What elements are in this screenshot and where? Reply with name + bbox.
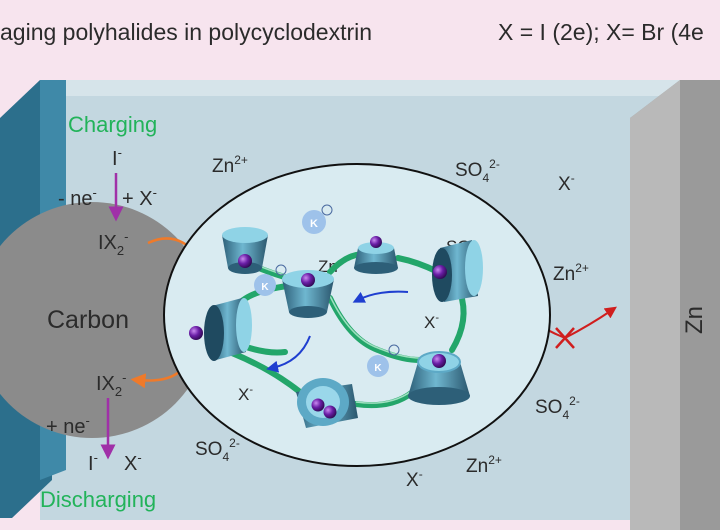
polyhalide-ball — [301, 273, 315, 287]
potassium-ion-3: K — [367, 344, 400, 377]
blue-arrow-left — [266, 335, 311, 373]
cyclodextrin-4 — [432, 240, 483, 302]
x-inner-right: X- — [424, 312, 439, 332]
ix2-top: IX2- — [98, 229, 128, 258]
sulfate-right: SO42- — [535, 394, 580, 422]
sulfate-bottom: SO42- — [195, 436, 240, 464]
zn-ion-right: Zn2+ — [553, 261, 589, 285]
zn-electrode-side — [630, 80, 680, 530]
x-top-right: X- — [558, 171, 575, 195]
zn-ion-bottom: Zn2+ — [466, 453, 502, 477]
header-title: aging polyhalides in polycyclodextrin — [0, 19, 372, 45]
iodide-top: I- — [112, 145, 122, 170]
potassium-ion-1: K — [302, 204, 333, 234]
iodide-bottom: I- — [88, 450, 98, 475]
cyclodextrin-3 — [354, 236, 398, 274]
svg-text:K: K — [310, 218, 318, 230]
polyhalide-ball — [311, 398, 325, 412]
x-bottom-center: X- — [406, 467, 423, 491]
polyhalide-ball — [189, 326, 203, 340]
cell-top-face — [40, 80, 680, 96]
zn-electrode-label: Zn — [681, 306, 708, 334]
cyclodextrin-5 — [189, 298, 252, 361]
plus-ne-bottom: + ne- — [46, 413, 90, 438]
x-bottom: X- — [124, 450, 142, 475]
polyhalide-ball — [238, 254, 252, 268]
potassium-ion-2: K — [254, 264, 287, 296]
cyclodextrin-7 — [296, 378, 358, 428]
svg-text:K: K — [261, 282, 269, 293]
charging-label: Charging — [68, 112, 157, 137]
polyhalide-ball — [433, 265, 447, 279]
carbon-label: Carbon — [47, 306, 129, 334]
polyhalide-ball — [432, 354, 446, 368]
cyclodextrin-2 — [282, 270, 334, 318]
x-inner-left: X- — [238, 384, 253, 404]
polyhalide-ball — [370, 236, 382, 248]
cyclodextrin-1 — [222, 227, 268, 274]
plus-x-top: + X- — [122, 185, 157, 210]
blocked-cross-icon — [555, 327, 575, 349]
minus-ne-top: - ne- — [58, 185, 97, 210]
ix2-bottom: IX2- — [96, 370, 126, 399]
zn-ion-top: Zn2+ — [212, 153, 248, 177]
blue-arrow-right — [352, 290, 409, 303]
discharging-label: Discharging — [40, 487, 156, 512]
cyclodextrin-6 — [408, 351, 470, 405]
header-formula: X = I (2e); X= Br (4e — [498, 19, 704, 45]
svg-text:K: K — [374, 363, 382, 374]
sulfate-top: SO42- — [455, 157, 500, 185]
polyhalide-ball — [323, 405, 337, 419]
